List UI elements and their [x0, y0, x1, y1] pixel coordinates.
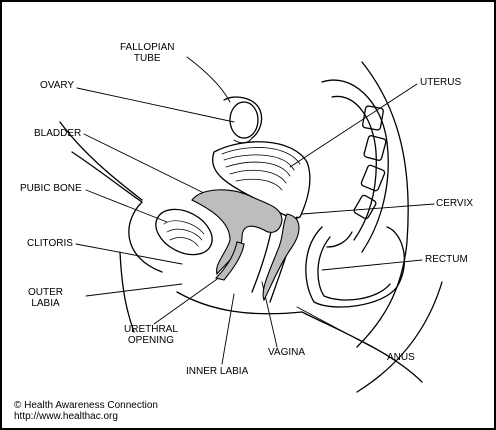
- leader-rectum: [321, 259, 423, 271]
- leader-outer-labia: [85, 283, 183, 297]
- label-outer-labia-line2: LABIA: [31, 298, 60, 309]
- label-ovary: OVARY: [40, 80, 75, 91]
- label-fallopian-tube-line2: TUBE: [133, 53, 161, 64]
- abdomen-outline: [71, 151, 163, 273]
- vertebra-4: [353, 194, 377, 220]
- uterus-body: [211, 141, 311, 219]
- label-anus: ANUS: [387, 352, 415, 363]
- label-pubic-bone: PUBIC BONE: [20, 183, 82, 194]
- leader-anus: [296, 306, 388, 356]
- leader-cervix: [301, 203, 435, 215]
- back-outline: [356, 61, 409, 348]
- vertebra-2: [363, 135, 387, 161]
- label-urethral-opening-line2: OPENING: [127, 335, 175, 346]
- coccyx: [326, 231, 353, 248]
- label-fallopian-tube-line1: FALLOPIAN: [120, 42, 175, 53]
- credit-line-2: http://www.healthac.org: [14, 411, 118, 422]
- label-urethral-opening: URETHRAL OPENING: [124, 324, 178, 346]
- label-inner-labia: INNER LABIA: [186, 366, 249, 377]
- ovary-shape: [229, 101, 259, 139]
- vertebra-1: [362, 105, 384, 131]
- uterus-lines: [221, 147, 301, 191]
- label-vagina: VAGINA: [268, 347, 306, 358]
- vertebra-3: [360, 164, 386, 192]
- rectum-shape: [305, 226, 406, 308]
- bladder-shape: [191, 189, 283, 276]
- label-clitoris: CLITORIS: [27, 238, 73, 249]
- leader-clitoris: [75, 243, 183, 265]
- pubic-bone-lines: [163, 220, 205, 247]
- buttock-outline: [356, 281, 443, 393]
- sacrum-outer: [321, 79, 389, 253]
- label-outer-labia-line1: OUTER: [28, 287, 63, 298]
- leader-urethral: [153, 271, 228, 325]
- leader-ovary: [76, 87, 235, 123]
- label-outer-labia: OUTER LABIA: [28, 287, 63, 309]
- abdominal-wall: [59, 121, 143, 201]
- credit-line-1: © Health Awareness Connection: [14, 400, 158, 411]
- vagina-wall-front: [251, 226, 273, 293]
- rectum-inner: [317, 236, 391, 301]
- leader-uterus: [289, 83, 418, 168]
- urethra-shade: [214, 241, 245, 281]
- pelvic-floor: [301, 311, 423, 383]
- thigh-outline: [119, 251, 135, 333]
- leader-bladder: [83, 133, 213, 198]
- label-cervix: CERVIX: [436, 198, 474, 209]
- label-bladder: BLADDER: [34, 128, 82, 139]
- vaginal-tissue: [262, 213, 300, 302]
- fallopian-tube-shape: [223, 96, 263, 139]
- label-fallopian-tube: FALLOPIAN TUBE: [120, 42, 174, 64]
- leader-fallopian: [186, 56, 231, 103]
- label-urethral-opening-line1: URETHRAL: [124, 324, 178, 335]
- leader-inner-labia: [221, 293, 235, 365]
- label-uterus: UTERUS: [420, 77, 462, 88]
- perineum-outline: [176, 291, 303, 315]
- label-rectum: RECTUM: [425, 254, 468, 265]
- sacrum-inner: [331, 95, 377, 241]
- leader-pubic: [85, 189, 168, 223]
- tube-fimbria: [233, 137, 253, 144]
